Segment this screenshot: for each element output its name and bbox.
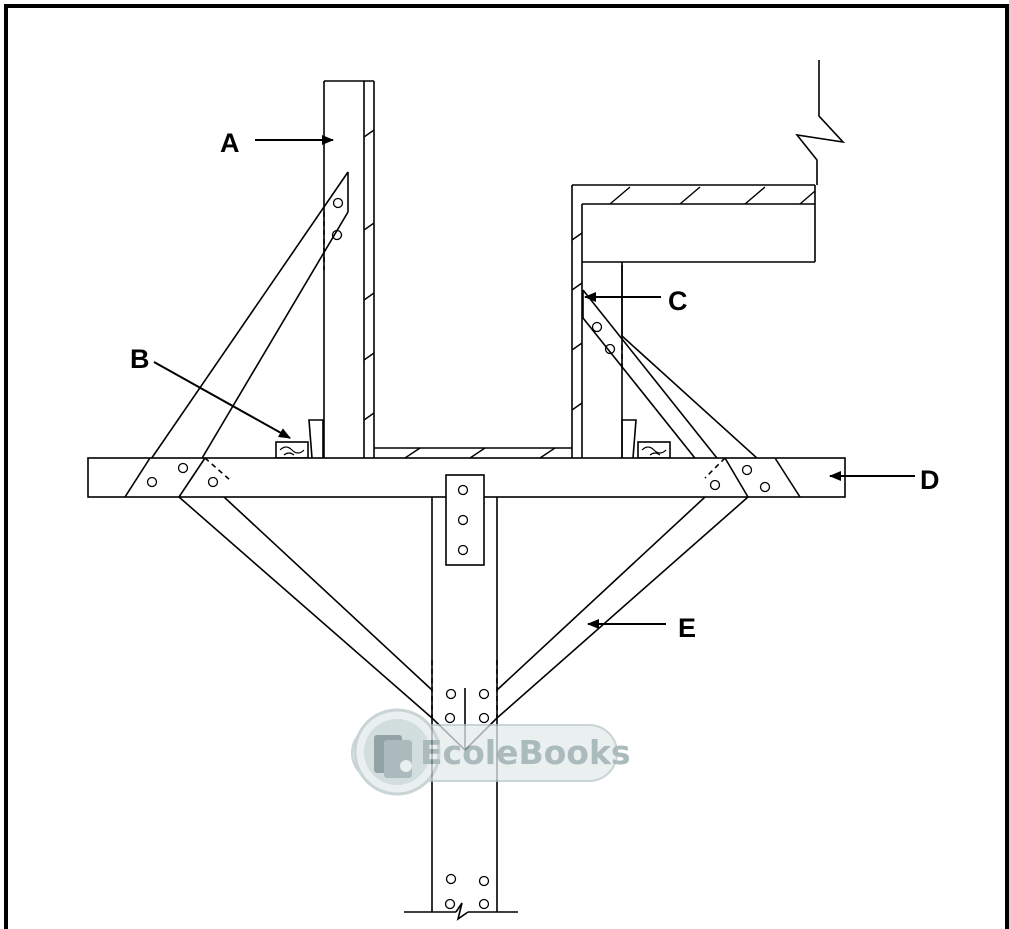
watermark-text: EcoleBooks	[420, 733, 631, 772]
bolt-holes	[146, 197, 771, 910]
left-diagonal-brace	[124, 171, 349, 498]
upright-stud-a	[323, 80, 375, 458]
label-b: B	[130, 344, 150, 374]
label-e: E	[678, 613, 696, 643]
label-a: A	[220, 128, 240, 158]
cleat-blocks	[275, 419, 671, 459]
label-c: C	[668, 286, 688, 316]
slab-form	[571, 60, 846, 458]
vertical-post	[404, 474, 518, 921]
upright-stud-c	[571, 232, 623, 458]
bottom-form-board	[374, 447, 572, 459]
watermark-logo: EcoleBooks	[351, 708, 631, 796]
diagram-frame	[4, 4, 1009, 929]
leader-arrows	[153, 135, 915, 629]
label-d: D	[920, 465, 940, 495]
